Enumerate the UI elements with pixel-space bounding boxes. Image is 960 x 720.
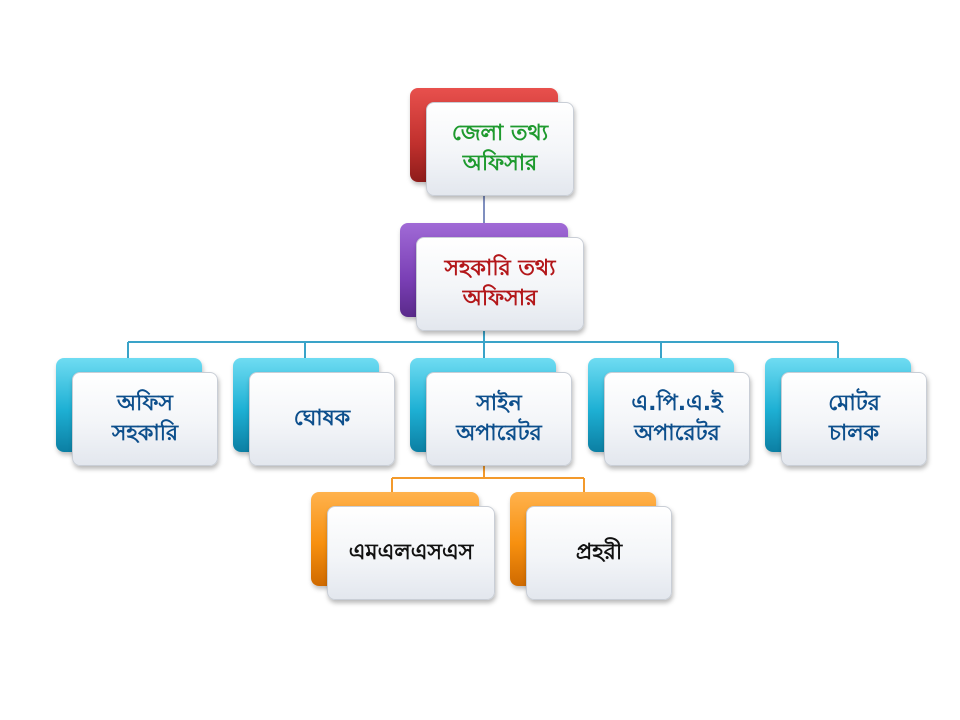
node-card: এমএলএসএস xyxy=(327,506,495,600)
node-card: অফিস সহকারি xyxy=(72,372,218,466)
node-card: প্রহরী xyxy=(526,506,672,600)
node-card: জেলা তথ্য অফিসার xyxy=(426,102,574,196)
node-label-line2: সহকারি xyxy=(111,421,179,446)
node-cinema-operator: সাইন অপারেটর xyxy=(410,358,572,466)
node-label-line2: অফিসার xyxy=(462,286,538,311)
node-mlss: এমএলএসএস xyxy=(311,492,495,600)
node-label-line1: অফিস xyxy=(117,391,173,416)
node-guard: প্রহরী xyxy=(510,492,672,600)
node-label-line1: এমএলএসএস xyxy=(348,540,474,565)
node-label-line2: অফিসার xyxy=(462,151,538,176)
node-label-line2: চালক xyxy=(828,421,880,446)
node-label-line1: সহকারি তথ্য xyxy=(444,256,556,281)
node-label-line1: জেলা তথ্য xyxy=(451,121,549,146)
node-label-line1: মোটর xyxy=(828,391,880,416)
node-motor-driver: মোটর চালক xyxy=(765,358,927,466)
node-label-line1: প্রহরী xyxy=(575,540,623,565)
node-label-line1: ঘোষক xyxy=(293,406,351,431)
node-card: সহকারি তথ্য অফিসার xyxy=(416,237,584,331)
node-card: ঘোষক xyxy=(249,372,395,466)
node-label-line1: এ.পি.এ.ই xyxy=(631,391,723,416)
node-label-line2: অপারেটর xyxy=(634,421,720,446)
node-assistant-info-officer: সহকারি তথ্য অফিসার xyxy=(400,223,584,331)
node-card: এ.পি.এ.ই অপারেটর xyxy=(604,372,750,466)
node-announcer: ঘোষক xyxy=(233,358,395,466)
node-card: সাইন অপারেটর xyxy=(426,372,572,466)
node-card: মোটর চালক xyxy=(781,372,927,466)
node-office-assistant: অফিস সহকারি xyxy=(56,358,218,466)
node-district-info-officer: জেলা তথ্য অফিসার xyxy=(410,88,574,196)
node-label-line2: অপারেটর xyxy=(456,421,542,446)
node-apai-operator: এ.পি.এ.ই অপারেটর xyxy=(588,358,750,466)
node-label-line1: সাইন xyxy=(476,391,522,416)
